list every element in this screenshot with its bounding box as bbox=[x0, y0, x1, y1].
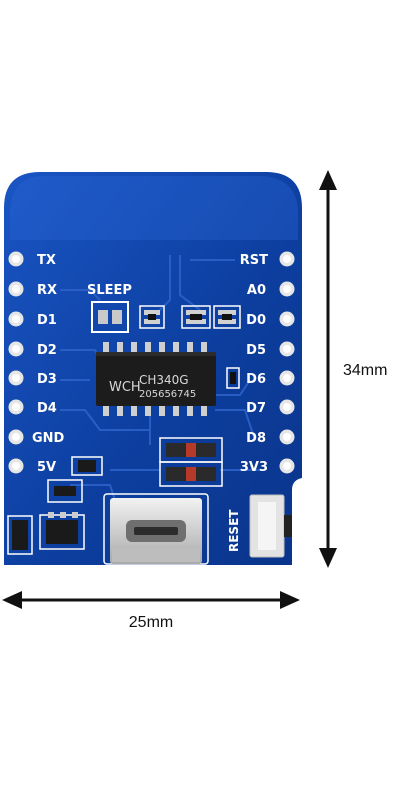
left-pin-header bbox=[8, 251, 24, 474]
chip-model: CH340G bbox=[139, 373, 189, 387]
left-pin-labels: TX RX D1 D2 D3 D4 GND 5V bbox=[32, 253, 65, 475]
pin-label-d7: D7 bbox=[246, 401, 266, 416]
voltage-regulator bbox=[39, 479, 85, 550]
smd-resistor bbox=[139, 305, 165, 329]
pin-label-a0: A0 bbox=[247, 283, 266, 298]
pin-label-3v3: 3V3 bbox=[240, 460, 268, 475]
pin-hole bbox=[8, 251, 24, 267]
chip-logo: WCH bbox=[109, 380, 141, 395]
pin-label-rst: RST bbox=[240, 253, 268, 268]
width-dimension: 25mm bbox=[2, 591, 300, 631]
right-pin-header bbox=[279, 251, 295, 474]
pin-hole bbox=[8, 458, 24, 474]
micro-usb-connector bbox=[103, 493, 209, 565]
smd-capacitor bbox=[7, 515, 33, 555]
pin-hole bbox=[8, 370, 24, 386]
pin-label-d6: D6 bbox=[246, 372, 266, 387]
pin-hole bbox=[279, 251, 295, 267]
smd-resistor bbox=[181, 305, 211, 329]
pin-hole bbox=[279, 281, 295, 297]
sleep-label: SLEEP bbox=[87, 283, 132, 298]
pin-hole bbox=[279, 370, 295, 386]
pin-label-tx: TX bbox=[37, 253, 56, 268]
sleep-jumper bbox=[91, 301, 129, 333]
pin-hole bbox=[279, 399, 295, 415]
right-pin-labels: RST A0 D0 D5 D6 D7 D8 3V3 bbox=[240, 253, 268, 475]
pin-hole bbox=[8, 281, 24, 297]
pin-label-rx: RX bbox=[37, 283, 57, 298]
pin-label-d3: D3 bbox=[37, 372, 57, 387]
pin-label-d2: D2 bbox=[37, 343, 57, 358]
pin-label-d0: D0 bbox=[246, 313, 266, 328]
pin-hole bbox=[8, 341, 24, 357]
pin-label-d5: D5 bbox=[246, 343, 266, 358]
reset-label: RESET bbox=[227, 509, 241, 552]
width-label: 25mm bbox=[129, 614, 173, 631]
pin-label-d8: D8 bbox=[246, 431, 266, 446]
reset-button bbox=[249, 494, 292, 558]
pin-hole bbox=[279, 429, 295, 445]
smd-resistor bbox=[213, 305, 241, 329]
diode bbox=[159, 461, 223, 487]
smd-resistor bbox=[71, 456, 103, 476]
pin-hole bbox=[8, 311, 24, 327]
pin-hole bbox=[279, 311, 295, 327]
ch340g-chip: WCH CH340G 205656745 bbox=[96, 342, 216, 416]
height-label: 34mm bbox=[343, 362, 387, 379]
pin-label-gnd: GND bbox=[32, 431, 65, 446]
height-dimension: 34mm bbox=[319, 170, 387, 568]
pin-label-d4: D4 bbox=[37, 401, 57, 416]
chip-serial: 205656745 bbox=[139, 389, 196, 400]
pcb-sheen bbox=[10, 176, 298, 240]
pin-hole bbox=[279, 458, 295, 474]
pin-hole bbox=[279, 341, 295, 357]
pin-label-5v: 5V bbox=[37, 460, 56, 475]
pin-hole bbox=[8, 429, 24, 445]
pin-label-d1: D1 bbox=[37, 313, 57, 328]
smd-led bbox=[226, 367, 240, 389]
pin-hole bbox=[8, 399, 24, 415]
